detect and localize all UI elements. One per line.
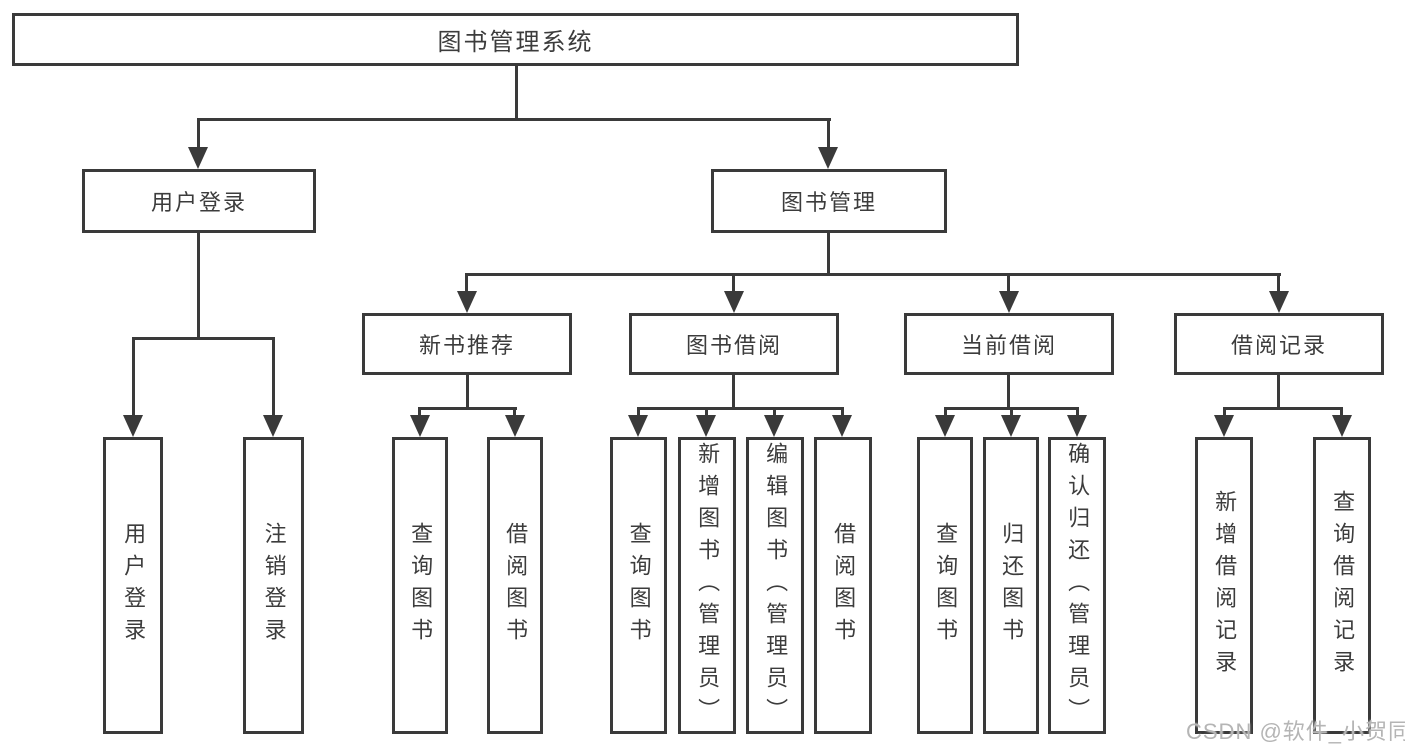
connector-line — [515, 66, 518, 118]
node-label: 查询图书 — [933, 521, 959, 650]
arrow-down-icon — [935, 415, 955, 437]
connector-line — [465, 273, 1281, 276]
node-label: 新增借阅记录 — [1212, 489, 1238, 682]
arrow-down-icon — [410, 415, 430, 437]
connector-line — [1223, 407, 1226, 419]
arrow-down-icon — [1067, 415, 1087, 437]
connector-line — [1076, 407, 1079, 419]
leaf-cb-confirm-return-admin: 确认归还（管理员） — [1048, 437, 1106, 734]
node-book-borrowing: 图书借阅 — [629, 313, 839, 375]
node-label: 查询图书 — [626, 521, 652, 650]
leaf-nbr-query-books: 查询图书 — [392, 437, 448, 734]
arrow-down-icon — [188, 147, 208, 169]
connector-line — [1340, 407, 1343, 419]
arrow-down-icon — [764, 415, 784, 437]
connector-line — [1010, 407, 1013, 419]
leaf-bb-add-books-admin: 新增图书（管理员） — [678, 437, 736, 734]
connector-line — [732, 375, 735, 409]
leaf-bb-query-books: 查询图书 — [610, 437, 667, 734]
node-current-borrowing: 当前借阅 — [904, 313, 1114, 375]
node-user-login: 用户登录 — [82, 169, 316, 233]
connector-line — [637, 407, 844, 410]
node-borrowing-records: 借阅记录 — [1174, 313, 1384, 375]
csdn-watermark: CSDN @软件_小贺同学 — [1186, 719, 1405, 744]
node-label: 用户登录 — [121, 521, 147, 650]
arrow-down-icon — [1332, 415, 1352, 437]
node-label: 查询借阅记录 — [1330, 489, 1356, 682]
connector-line — [827, 233, 830, 276]
connector-line — [272, 337, 275, 419]
connector-line — [1007, 273, 1010, 297]
connector-line — [1007, 375, 1010, 409]
node-label: 归还图书 — [999, 521, 1025, 650]
leaf-br-add-record: 新增借阅记录 — [1195, 437, 1253, 734]
leaf-cb-query-books: 查询图书 — [917, 437, 973, 734]
connector-line — [197, 118, 200, 152]
connector-line — [841, 407, 844, 419]
arrow-down-icon — [505, 415, 525, 437]
leaf-logout: 注销登录 — [243, 437, 304, 734]
connector-line — [513, 407, 516, 419]
node-label: 借阅记录 — [1230, 333, 1327, 358]
node-label: 新书推荐 — [418, 333, 515, 358]
arrow-down-icon — [628, 415, 648, 437]
connector-line — [132, 337, 275, 340]
arrow-down-icon — [724, 291, 744, 313]
node-new-book-recommend: 新书推荐 — [362, 313, 572, 375]
node-library-management-system: 图书管理系统 — [12, 13, 1019, 66]
arrow-down-icon — [832, 415, 852, 437]
arrow-down-icon — [818, 147, 838, 169]
leaf-br-query-record: 查询借阅记录 — [1313, 437, 1371, 734]
node-book-management: 图书管理 — [711, 169, 947, 233]
connector-line — [1277, 375, 1280, 409]
node-label: 当前借阅 — [960, 333, 1057, 358]
connector-line — [1277, 273, 1280, 297]
node-label: 图书管理 — [780, 190, 877, 215]
connector-line — [944, 407, 947, 419]
connector-line — [1223, 407, 1343, 410]
leaf-nbr-borrow-books: 借阅图书 — [487, 437, 543, 734]
node-label: 新增图书（管理员） — [695, 441, 721, 730]
node-label: 编辑图书（管理员） — [763, 441, 789, 730]
arrow-down-icon — [123, 415, 143, 437]
connector-line — [465, 273, 468, 297]
node-label: 查询图书 — [408, 521, 434, 650]
node-label: 注销登录 — [261, 521, 287, 650]
leaf-bb-borrow-books: 借阅图书 — [814, 437, 872, 734]
arrow-down-icon — [263, 415, 283, 437]
connector-line — [732, 273, 735, 297]
connector-line — [705, 407, 708, 419]
connector-line — [132, 337, 135, 419]
leaf-cb-return-books: 归还图书 — [983, 437, 1039, 734]
node-label: 确认归还（管理员） — [1065, 441, 1091, 730]
arrow-down-icon — [457, 291, 477, 313]
connector-line — [637, 407, 640, 419]
node-label: 用户登录 — [150, 190, 247, 215]
connector-line — [418, 407, 421, 419]
arrow-down-icon — [1214, 415, 1234, 437]
node-label: 借阅图书 — [503, 521, 529, 650]
node-label: 借阅图书 — [831, 521, 857, 650]
connector-line — [197, 233, 200, 339]
node-label: 图书借阅 — [685, 333, 782, 358]
connector-line — [197, 118, 831, 121]
node-label: 图书管理系统 — [437, 29, 594, 56]
leaf-user-login: 用户登录 — [103, 437, 163, 734]
arrow-down-icon — [1269, 291, 1289, 313]
leaf-bb-edit-books-admin: 编辑图书（管理员） — [746, 437, 804, 734]
arrow-down-icon — [696, 415, 716, 437]
connector-line — [827, 118, 830, 152]
connector-line — [773, 407, 776, 419]
connector-line — [418, 407, 517, 410]
arrow-down-icon — [999, 291, 1019, 313]
connector-line — [466, 375, 469, 409]
arrow-down-icon — [1001, 415, 1021, 437]
